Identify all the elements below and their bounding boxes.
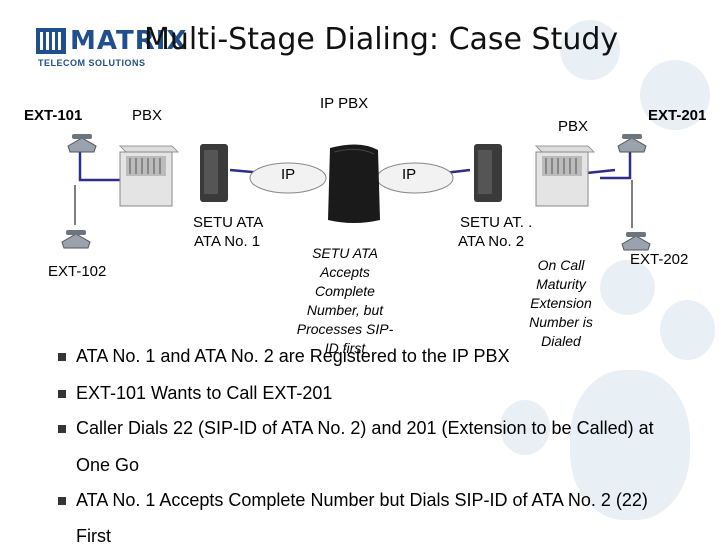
note-center: SETU ATA Accepts Complete Number, but Pr…: [284, 244, 406, 358]
watermark-paw: [660, 300, 715, 360]
ata1-label: ATA No. 1: [194, 233, 261, 250]
bullet-marker-icon: [58, 497, 66, 506]
bullet-text: ATA No. 1 Accepts Complete Number but Di…: [76, 490, 648, 510]
ata-device-icon: [474, 144, 502, 202]
ata-device-icon: [200, 144, 228, 202]
note-center-line: SETU ATA: [312, 245, 378, 261]
ata1-name: SETU ATA: [193, 214, 264, 231]
watermark-paw: [570, 370, 690, 520]
note-center-line: Processes SIP-: [296, 321, 394, 337]
bullet-item: ATA No. 1 and ATA No. 2 are Registered t…: [58, 346, 510, 367]
note-right-line: On Call: [537, 257, 585, 273]
pbx-cabinet-icon: [534, 145, 596, 207]
bullet-marker-icon: [58, 390, 66, 399]
phone-icon: [617, 134, 647, 153]
ata2-label: ATA No. 2: [458, 233, 525, 250]
bullet-marker-icon: [58, 425, 66, 434]
logo-mark-icon: [36, 28, 66, 54]
bullet-text: Caller Dials 22 (SIP-ID of ATA No. 2) an…: [76, 418, 654, 438]
ext-101-label: EXT-101: [24, 107, 83, 124]
phone-icon: [67, 134, 97, 153]
bullet-item: ATA No. 1 Accepts Complete Number but Di…: [58, 490, 648, 511]
ext-202-label: EXT-202: [630, 251, 689, 268]
ext-102-label: EXT-102: [48, 263, 107, 280]
slide-title: Multi-Stage Dialing: Case Study: [144, 22, 619, 57]
note-center-line: Complete: [315, 283, 375, 299]
matrix-logo: MATRIX TELECOM SOLUTIONS: [36, 26, 186, 72]
ext-201-label: EXT-201: [648, 107, 707, 124]
ip-pbx-label: IP PBX: [320, 95, 369, 112]
note-center-line: Number, but: [306, 302, 384, 318]
note-right-line: Number is: [529, 314, 593, 330]
note-right-line: Maturity: [536, 276, 586, 292]
watermark-paw: [560, 20, 620, 80]
ip-pbx-device-icon: [328, 144, 380, 223]
pbx-left-label: PBX: [132, 107, 163, 124]
pbx-right-label: PBX: [558, 118, 589, 135]
bullet-item: Caller Dials 22 (SIP-ID of ATA No. 2) an…: [58, 418, 654, 439]
note-right-line: Extension: [530, 295, 592, 311]
pbx-cabinet-icon: [118, 145, 180, 207]
ip-right-label: IP: [402, 166, 417, 183]
bullet-text: ATA No. 1 and ATA No. 2 are Registered t…: [76, 346, 510, 366]
watermark-paw: [600, 260, 655, 315]
note-center-line: Accepts: [320, 264, 370, 280]
note-right-line: Dialed: [541, 333, 581, 349]
phone-icon: [621, 232, 651, 251]
ip-left-label: IP: [281, 166, 296, 183]
note-center-line: ID first: [324, 340, 366, 356]
bullet-item: EXT-101 Wants to Call EXT-201: [58, 383, 332, 404]
watermark-paw: [640, 60, 710, 130]
logo-brand: MATRIX: [70, 26, 188, 56]
ata2-name: SETU AT. .: [460, 214, 533, 231]
note-right: On Call Maturity Extension Number is Dia…: [516, 256, 606, 351]
phone-icon: [61, 230, 91, 249]
logo-tagline: TELECOM SOLUTIONS: [38, 58, 146, 68]
bullet-marker-icon: [58, 353, 66, 362]
bullet-text: EXT-101 Wants to Call EXT-201: [76, 383, 333, 403]
bullet-continuation: First: [76, 526, 111, 546]
bullet-continuation: One Go: [76, 455, 140, 475]
watermark-paw: [500, 400, 550, 455]
